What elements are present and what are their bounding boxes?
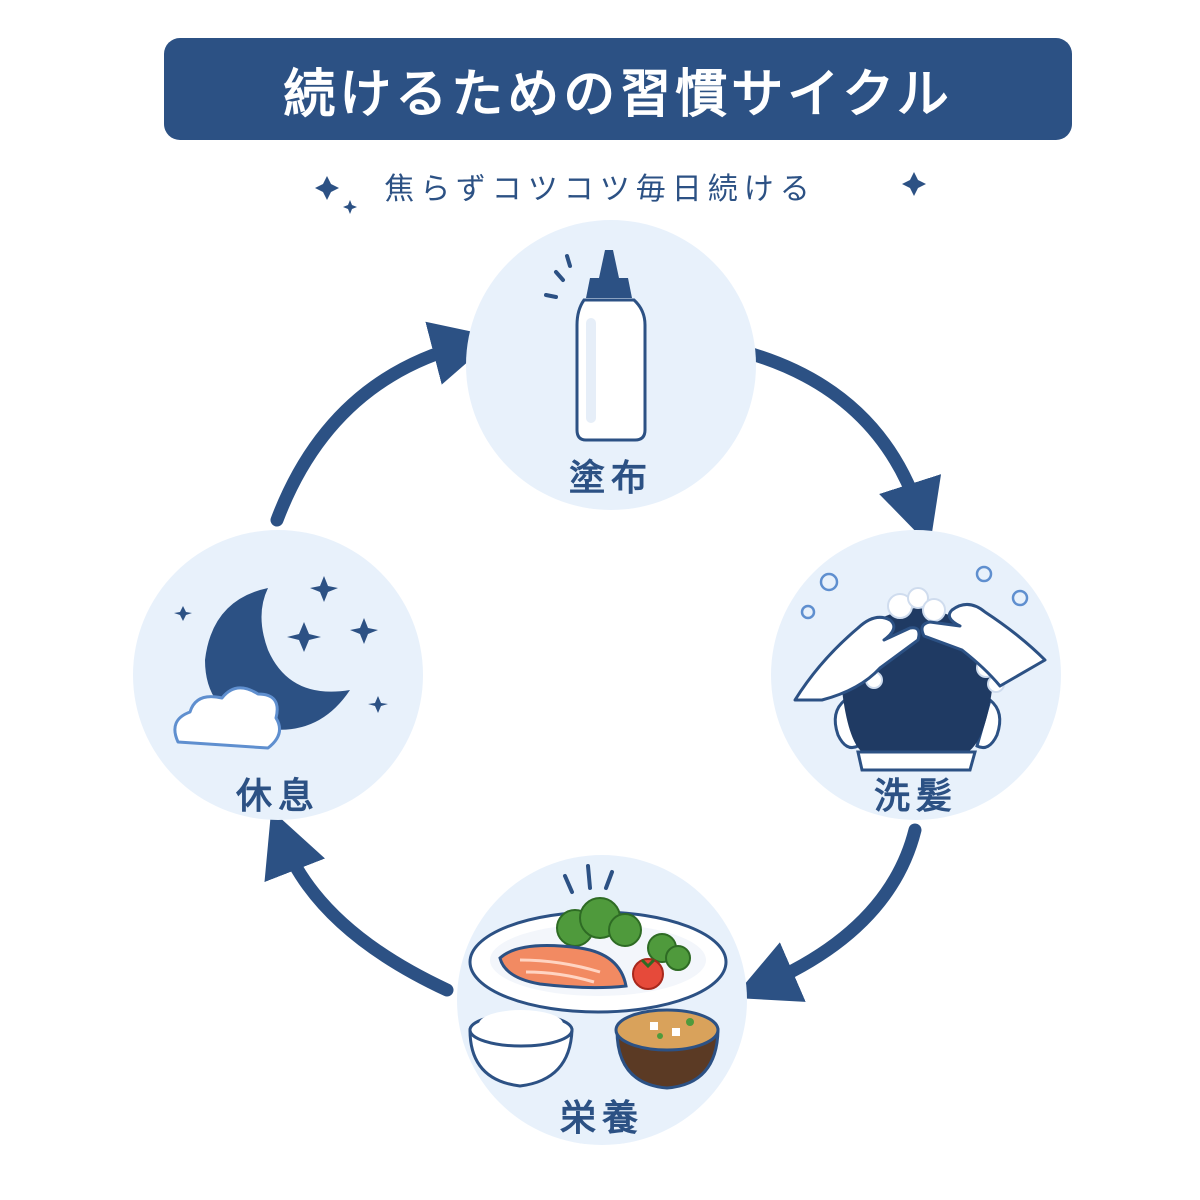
- cycle-node-apply: 塗布: [466, 220, 756, 510]
- arrow-nutrition-to-rest: [264, 809, 454, 997]
- hair-washing-icon: [793, 565, 1047, 772]
- moon-icon: [173, 576, 388, 750]
- sparkle-icon: [315, 176, 357, 214]
- title-banner: 続けるための習慣サイクル: [164, 38, 1072, 140]
- cycle-arrows: [264, 321, 942, 1002]
- meal-icon: [468, 864, 728, 1090]
- cycle-node-nutrition: 栄養: [457, 855, 747, 1145]
- arrow-wash-to-nutrition: [733, 823, 922, 1002]
- node-label-apply: 塗布: [569, 457, 653, 499]
- bottle-icon: [544, 250, 647, 442]
- page-title: 続けるための習慣サイクル: [283, 64, 953, 125]
- node-label-rest: 休息: [235, 776, 320, 817]
- subtitle: 焦らずコツコツ毎日続ける: [384, 172, 816, 207]
- subtitle-row: 焦らずコツコツ毎日続ける: [0, 158, 1200, 214]
- arrow-rest-to-apply: [270, 321, 497, 527]
- sparkle-icon: [902, 172, 926, 196]
- node-label-nutrition: 栄養: [560, 1098, 644, 1139]
- arrow-apply-to-wash: [738, 345, 942, 546]
- node-label-wash: 洗髪: [874, 776, 958, 817]
- cycle-node-wash: 洗髪: [771, 530, 1061, 820]
- cycle-node-rest: 休息: [133, 530, 423, 820]
